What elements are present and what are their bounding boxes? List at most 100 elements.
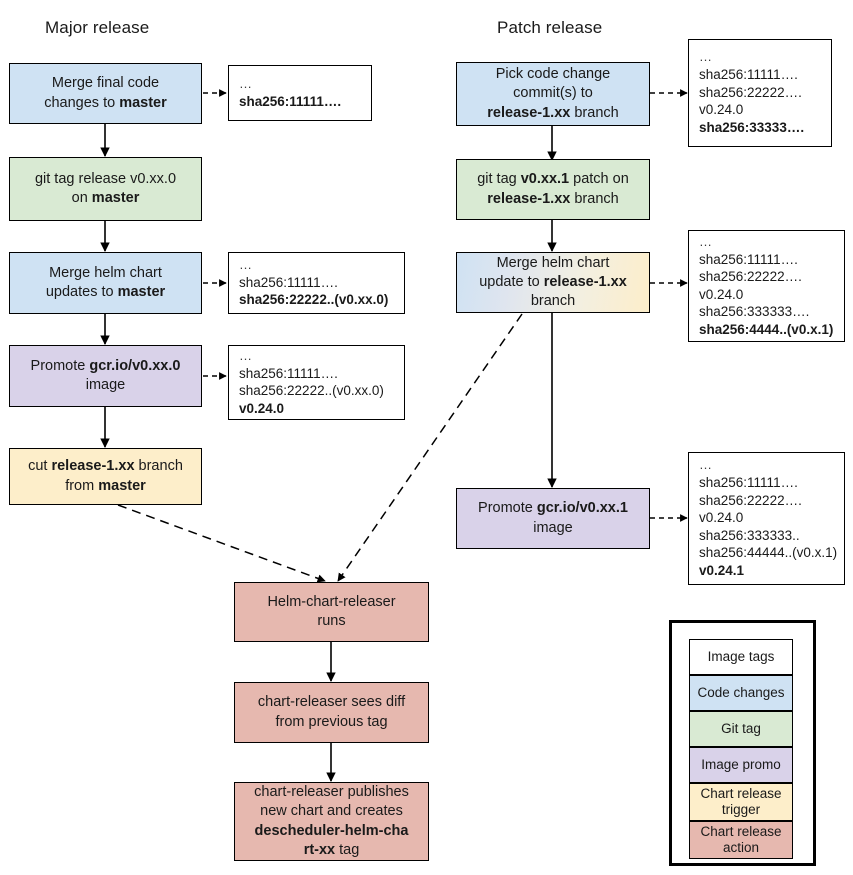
node-line-2-prefix: changes to — [44, 94, 120, 111]
note-major-after-code-merge: … sha256:11111…. — [228, 65, 372, 121]
node-line-3-bold: release-1.xx — [487, 104, 571, 121]
legend-item-image-tags[interactable]: Image tags — [689, 639, 793, 675]
note-line: … — [699, 457, 714, 473]
node-helm-chart-releaser-runs[interactable]: Helm-chart-releaser runs — [234, 582, 429, 642]
note-line: sha256:11111…. — [239, 365, 338, 381]
legend-item-image-promo[interactable]: Image promo — [689, 747, 793, 783]
node-line-2-bold: master — [117, 284, 166, 300]
note-line: sha256:11111…. — [699, 475, 798, 491]
note-line: sha256:22222…. — [699, 269, 802, 285]
note-major-after-helm-merge: … sha256:11111…. sha256:22222..(v0.xx.0) — [228, 252, 405, 314]
node-line-1: git tag release v0.xx.0 — [34, 170, 177, 187]
note-line: sha256:333333…. — [699, 304, 810, 320]
node-line-2: image — [533, 519, 573, 536]
node-promote-image-major[interactable]: Promote gcr.io/v0.xx.0 image — [9, 345, 202, 407]
node-line-1: Merge helm chart — [496, 254, 610, 271]
node-line-2-prefix: from — [65, 477, 99, 494]
note-line: v0.24.1 — [699, 563, 745, 579]
node-line-2-prefix: updates to — [45, 284, 118, 300]
node-line-1: chart-releaser publishes — [254, 784, 409, 801]
edge-cut-branch-to-cr — [117, 504, 326, 583]
legend-item-label: Image promo — [701, 756, 781, 772]
node-line-2: runs — [317, 613, 346, 629]
node-line-3-bold: descheduler-helm-cha — [254, 822, 409, 839]
legend: Image tags Code changes Git tag Image pr… — [689, 639, 793, 859]
node-line-2-prefix: on — [71, 190, 92, 206]
legend-item-label: Code changes — [697, 684, 785, 700]
note-line: … — [699, 49, 714, 65]
note-line: sha256:22222..(v0.xx.0) — [239, 383, 384, 399]
note-line: sha256:33333…. — [699, 119, 805, 135]
legend-item-label: Chart release action — [700, 823, 782, 855]
note-line: sha256:4444..(v0.x.1) — [699, 321, 834, 337]
legend-item-label: Git tag — [721, 720, 761, 736]
node-line-2: commit(s) to — [513, 85, 593, 102]
node-line-1: Merge final code — [51, 75, 160, 92]
node-line-1-prefix: Promote — [478, 500, 537, 517]
note-line: v0.24.0 — [239, 400, 285, 416]
node-git-tag-patch[interactable]: git tag v0.xx.1 patch on release-1.xx br… — [456, 159, 650, 220]
node-git-tag-release-major[interactable]: git tag release v0.xx.0 on master — [9, 157, 202, 221]
note-line: sha256:22222..(v0.xx.0) — [239, 292, 389, 308]
node-chart-releaser-publishes[interactable]: chart-releaser publishes new chart and c… — [234, 782, 429, 861]
node-line-2-prefix: update to — [479, 273, 544, 290]
note-line: … — [239, 75, 254, 91]
node-line-1-prefix: Promote — [30, 357, 90, 374]
node-promote-image-patch[interactable]: Promote gcr.io/v0.xx.1 image — [456, 488, 650, 549]
legend-item-chart-release-trigger[interactable]: Chart release trigger — [689, 783, 793, 821]
legend-item-code-changes[interactable]: Code changes — [689, 675, 793, 711]
node-cut-release-branch[interactable]: cut release-1.xx branch from master — [9, 448, 202, 505]
note-line: sha256:11111…. — [699, 251, 798, 267]
note-line: v0.24.0 — [699, 102, 744, 118]
node-line-1: Merge helm chart — [49, 264, 162, 281]
note-line: v0.24.0 — [699, 286, 744, 302]
node-line-2-bold: master — [98, 477, 146, 494]
legend-item-git-tag[interactable]: Git tag — [689, 711, 793, 747]
note-line: … — [699, 233, 714, 249]
node-line-3: branch — [530, 293, 576, 310]
node-merge-helm-chart-updates-master[interactable]: Merge helm chart updates to master — [9, 252, 202, 314]
note-major-after-promote: … sha256:11111…. sha256:22222..(v0.xx.0)… — [228, 345, 405, 420]
note-line: … — [239, 347, 254, 363]
note-line: sha256:22222…. — [699, 492, 802, 508]
node-line-2-bold: release-1.xx — [543, 273, 627, 290]
note-line: sha256:11111…. — [239, 274, 338, 290]
note-line: sha256:11111…. — [699, 67, 798, 83]
node-line-2: from previous tag — [275, 713, 388, 730]
node-line-2-bold: master — [91, 190, 140, 206]
node-line-2-suffix: branch — [570, 190, 619, 207]
node-merge-helm-chart-update-release-branch[interactable]: Merge helm chart update to release-1.xx … — [456, 252, 650, 313]
legend-item-label: Chart release trigger — [700, 785, 782, 817]
node-line-1-bold: gcr.io/v0.xx.0 — [89, 357, 181, 374]
note-line: sha256:333333.. — [699, 527, 800, 543]
node-line-2: new chart and creates — [260, 803, 403, 820]
node-pick-code-change-commits[interactable]: Pick code change commit(s) to release-1.… — [456, 62, 650, 126]
node-line-1-suffix: branch — [134, 458, 183, 475]
legend-item-chart-release-action[interactable]: Chart release action — [689, 821, 793, 859]
node-line-4-bold: rt-xx — [303, 841, 336, 858]
node-line-2-bold: release-1.xx — [487, 190, 571, 207]
node-line-1-suffix: patch on — [569, 171, 629, 188]
node-line-4-suffix: tag — [335, 841, 360, 858]
note-line: … — [239, 257, 254, 272]
note-line: sha256:22222…. — [699, 84, 802, 100]
node-chart-releaser-sees-diff[interactable]: chart-releaser sees diff from previous t… — [234, 682, 429, 743]
note-patch-after-helm-merge: … sha256:11111…. sha256:22222…. v0.24.0 … — [688, 230, 845, 342]
node-line-2-bold: master — [119, 94, 167, 111]
column-title-major: Major release — [45, 18, 150, 37]
node-line-1: chart-releaser sees diff — [257, 694, 406, 711]
legend-item-label: Image tags — [707, 648, 775, 664]
note-line: sha256:44444..(v0.x.1) — [699, 545, 838, 561]
node-line-3-suffix: branch — [570, 104, 619, 121]
node-line-1-bold: gcr.io/v0.xx.1 — [536, 500, 628, 517]
note-line: sha256:11111…. — [239, 93, 342, 109]
column-title-patch: Patch release — [497, 18, 603, 37]
note-line: v0.24.0 — [699, 510, 744, 526]
node-line-1-bold: v0.xx.1 — [520, 171, 570, 188]
note-patch-after-pick-commits: … sha256:11111…. sha256:22222…. v0.24.0 … — [688, 39, 832, 147]
node-line-1-bold: release-1.xx — [51, 458, 135, 475]
node-merge-final-code-changes[interactable]: Merge final code changes to master — [9, 63, 202, 124]
node-line-1-prefix: cut — [28, 458, 52, 475]
node-line-1: Pick code change — [495, 66, 611, 83]
